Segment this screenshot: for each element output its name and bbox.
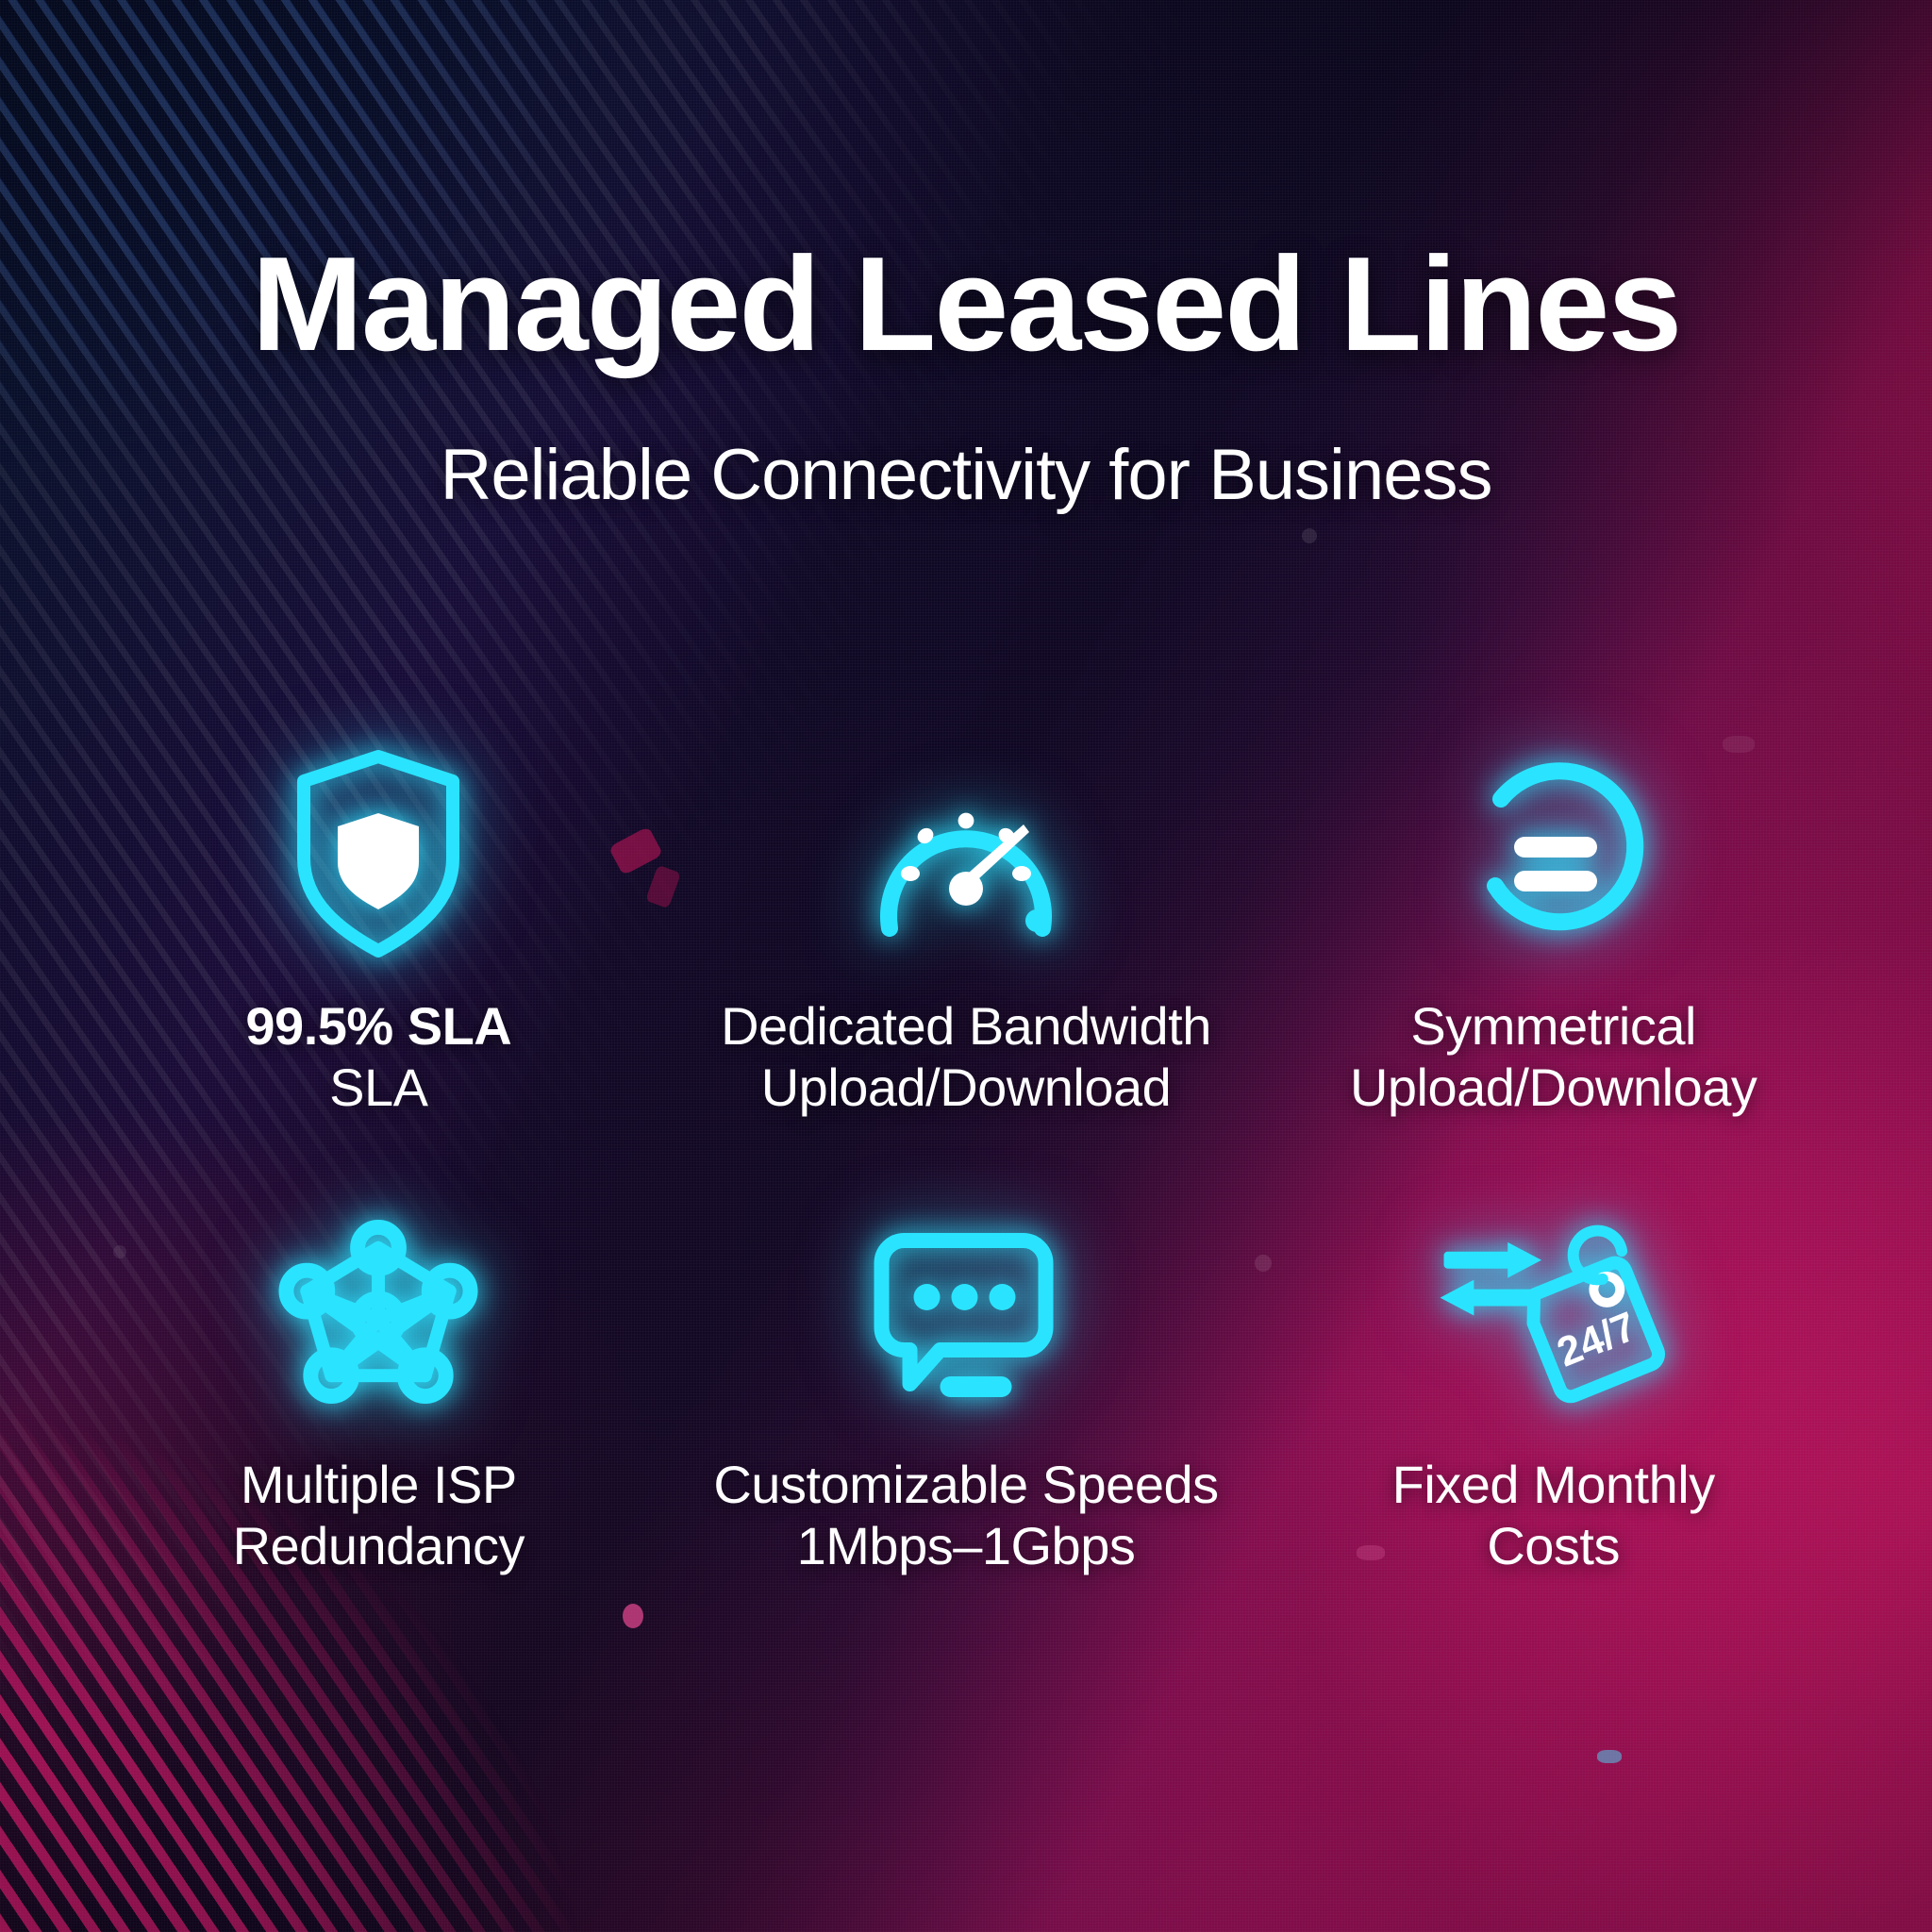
icon-container bbox=[279, 736, 477, 972]
shield-icon bbox=[297, 750, 460, 958]
feature-line-2: Upload/Downloay bbox=[1349, 1057, 1757, 1117]
feature-line-2: Upload/Download bbox=[760, 1057, 1172, 1117]
feature-item-symmetrical: Symmetrical Upload/Downloay bbox=[1259, 736, 1847, 1119]
speedometer-icon bbox=[880, 812, 1052, 937]
feature-caption: Fixed Monthly Costs bbox=[1391, 1454, 1716, 1577]
equals-circle-icon bbox=[1486, 762, 1643, 931]
tag-label: 24/7 bbox=[1551, 1304, 1642, 1376]
icon-container bbox=[864, 1194, 1067, 1430]
feature-item-multiple-isp: Multiple ISP Redundancy bbox=[85, 1194, 673, 1577]
feature-line-1: Fixed Monthly bbox=[1391, 1454, 1716, 1514]
icon-container: 24/7 bbox=[1436, 1194, 1672, 1430]
feature-line-1: 99.5% SLA bbox=[245, 996, 512, 1056]
feature-caption: Dedicated Bandwidth Upload/Download bbox=[721, 996, 1211, 1119]
feature-item-sla: 99.5% SLA SLA bbox=[85, 736, 673, 1119]
feature-line-2: Costs bbox=[1487, 1515, 1620, 1575]
feature-caption: Customizable Speeds 1Mbps–1Gbps bbox=[713, 1454, 1219, 1577]
feature-line-1: Symmetrical bbox=[1410, 996, 1696, 1056]
feature-item-fixed-monthly-costs: 24/7 Fixed Monthly Costs bbox=[1259, 1194, 1847, 1577]
feature-line-2: Redundancy bbox=[232, 1515, 525, 1575]
page-title: Managed Leased Lines bbox=[251, 229, 1683, 379]
icon-container bbox=[275, 1194, 482, 1430]
chat-bubble-icon bbox=[874, 1232, 1054, 1397]
icon-container bbox=[858, 736, 1074, 972]
page-subtitle: Reliable Connectivity for Business bbox=[440, 435, 1493, 515]
mesh-network-icon bbox=[278, 1220, 478, 1405]
feature-caption: Multiple ISP Redundancy bbox=[233, 1455, 525, 1577]
feature-item-dedicated-bandwidth: Dedicated Bandwidth Upload/Download bbox=[673, 736, 1260, 1119]
icon-container bbox=[1450, 736, 1657, 972]
feature-grid: 99.5% SLA SLA bbox=[85, 736, 1847, 1577]
price-tag-arrows-icon: 24/7 bbox=[1440, 1225, 1665, 1404]
feature-line-2: 1Mbps–1Gbps bbox=[796, 1515, 1136, 1575]
feature-line-1: Multiple ISP bbox=[240, 1454, 517, 1514]
feature-item-customizable-speeds: Customizable Speeds 1Mbps–1Gbps bbox=[673, 1194, 1260, 1577]
feature-caption: 99.5% SLA SLA bbox=[245, 996, 511, 1119]
feature-line-1: Dedicated Bandwidth bbox=[721, 996, 1211, 1056]
feature-line-2: SLA bbox=[329, 1057, 428, 1117]
feature-caption: Symmetrical Upload/Downloay bbox=[1350, 996, 1757, 1119]
feature-line-1: Customizable Speeds bbox=[713, 1454, 1219, 1514]
